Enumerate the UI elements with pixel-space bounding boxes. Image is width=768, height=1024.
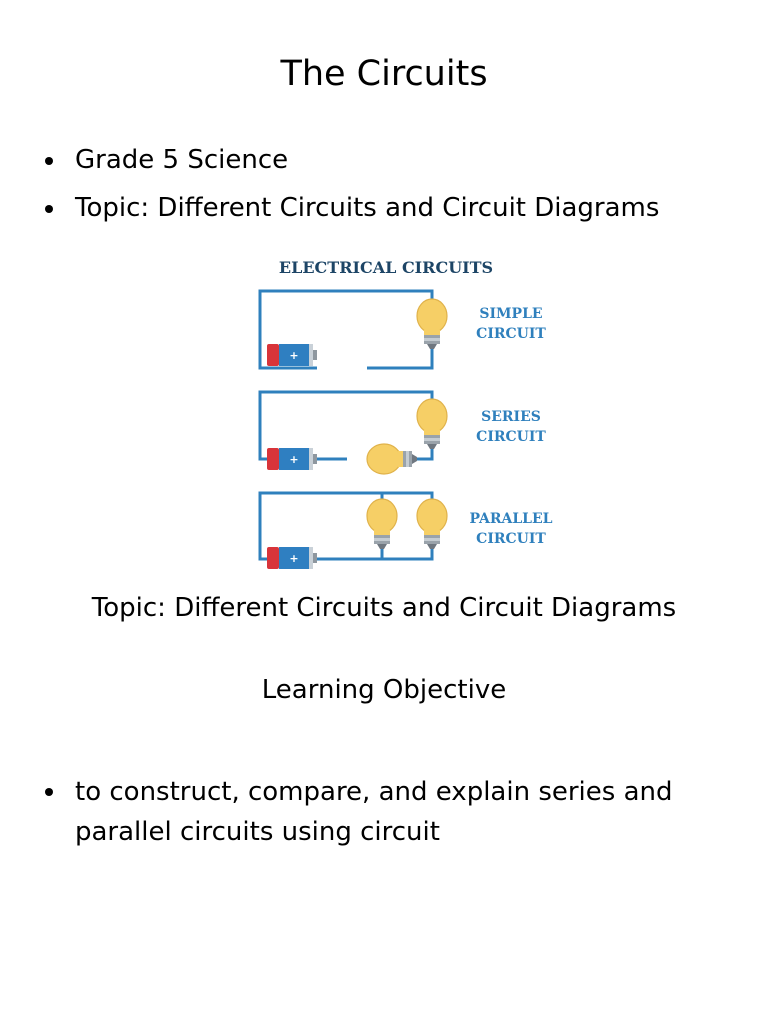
circuit-label-line2: CIRCUIT [476,326,546,342]
battery-icon [267,448,317,470]
topic-line: Topic: Different Circuits and Circuit Di… [91,593,677,623]
bullet-dot-icon [45,788,53,796]
circuit-label-line1: SIMPLE [479,306,542,322]
parallel-circuit: PARALLEL CIRCUIT [258,491,553,569]
bullet-dot-icon [45,205,53,213]
bullet-text: Topic: Different Circuits and Circuit Di… [75,193,660,223]
series-circuit: SERIES CIRCUIT [258,390,546,475]
electrical-circuits-figure: + ELECTRICAL CIRCUITS SIMPLE CIRCUIT SER… [258,258,553,569]
circuit-label-line1: PARALLEL [469,511,552,527]
bullet-dot-icon [45,157,53,165]
battery-icon [267,547,317,569]
light-bulb-icon [416,498,448,550]
intro-bullet-list: Grade 5 Science Topic: Different Circuit… [40,142,730,238]
circuit-label-line1: SERIES [481,409,541,425]
bullet-item: Grade 5 Science [40,142,730,178]
objective-bullet-list: to construct, compare, and explain serie… [40,772,740,852]
circuit-label-line2: CIRCUIT [476,429,546,445]
bullet-text: to construct, compare, and explain serie… [75,777,673,847]
slide-title: The Circuits [280,54,488,94]
light-bulb-icon [416,298,448,350]
circuit-label-line2: CIRCUIT [476,531,546,547]
figure-title: ELECTRICAL CIRCUITS [279,258,493,277]
battery-icon [267,344,317,366]
bullet-text: Grade 5 Science [75,145,289,175]
objective-heading: Learning Objective [261,675,507,705]
bullet-item: to construct, compare, and explain serie… [40,772,740,852]
bullet-item: Topic: Different Circuits and Circuit Di… [40,190,730,226]
light-bulb-icon [366,498,398,550]
light-bulb-icon [366,443,418,475]
simple-circuit: SIMPLE CIRCUIT [258,289,546,370]
light-bulb-icon [416,398,448,450]
